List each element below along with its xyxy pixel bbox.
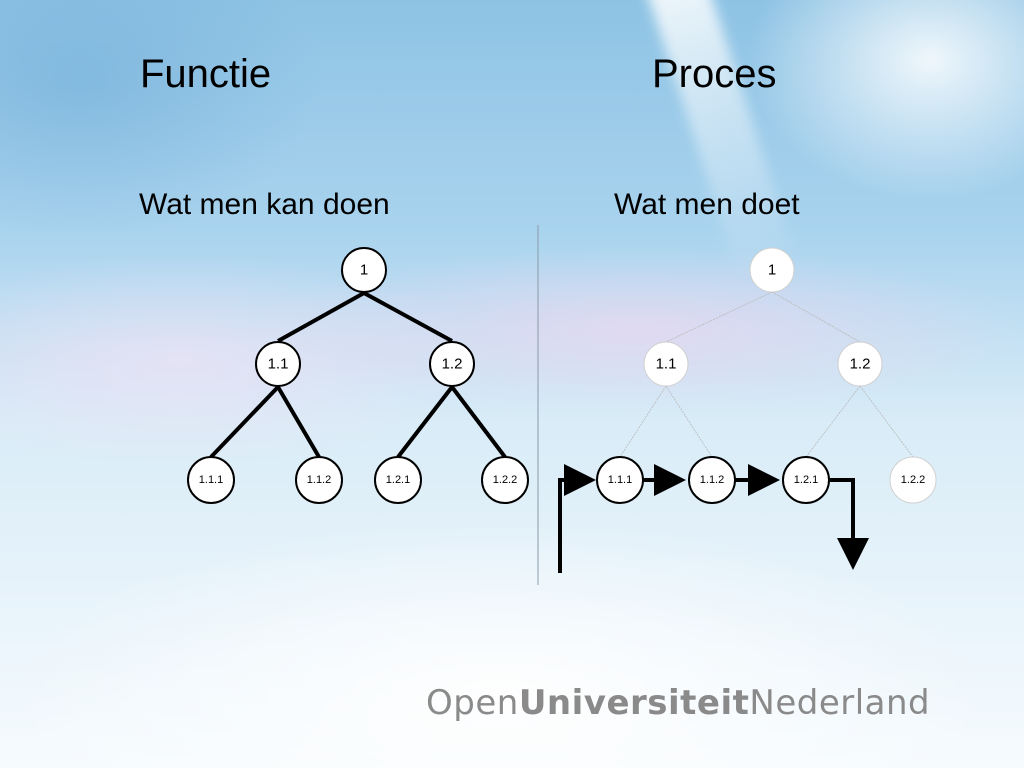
- left-node-1.2: 1.2: [429, 341, 475, 387]
- left-node-1.1.1-label: 1.1.1: [199, 474, 223, 486]
- edge-1.2-to-1.2.1: [396, 385, 454, 459]
- left-node-1.2.2-label: 1.2.2: [493, 474, 517, 486]
- right-node-1.2-label: 1.2: [850, 356, 871, 373]
- right-node-1.1.2: 1.1.2: [688, 456, 736, 504]
- right-node-1.2: 1.2: [837, 341, 883, 387]
- left-node-1.2.1-label: 1.2.1: [386, 474, 410, 486]
- logo-part-nederland: Nederland: [749, 683, 931, 723]
- left-node-1.1-label: 1.1: [268, 356, 289, 373]
- right-node-1.1-label: 1.1: [656, 356, 677, 373]
- subtitle-proces: Wat men doet: [614, 188, 800, 221]
- left-node-1.2-label: 1.2: [442, 356, 463, 373]
- right-node-1: 1: [749, 247, 795, 293]
- logo-part-open: Open: [426, 683, 519, 723]
- left-node-1.2.2: 1.2.2: [481, 456, 529, 504]
- right-tree-edges: [619, 291, 914, 458]
- right-node-1.1: 1.1: [643, 341, 689, 387]
- left-node-1.2.1: 1.2.1: [374, 456, 422, 504]
- subtitle-functie: Wat men kan doen: [139, 188, 390, 221]
- edge-1-to-1.2: [363, 291, 453, 343]
- edge-1-to-1.1: [277, 291, 365, 343]
- open-universiteit-logo: OpenUniversiteitNederland: [426, 683, 930, 723]
- left-node-1.1.2: 1.1.2: [295, 456, 343, 504]
- edge-r-1-to-1.2: [771, 291, 861, 343]
- edge-1.2-to-1.2.2: [450, 385, 507, 459]
- logo-part-universiteit: Universiteit: [518, 683, 750, 723]
- right-node-1.2.1-label: 1.2.1: [794, 474, 818, 486]
- process-exit-arrow: [830, 478, 869, 570]
- edge-r-1.2-to-1.2.1: [805, 385, 861, 458]
- right-node-1.2.2: 1.2.2: [889, 456, 937, 504]
- left-node-1.1.1: 1.1.1: [187, 456, 235, 504]
- edge-r-1-to-1.1: [665, 291, 773, 343]
- process-arrows: [558, 464, 869, 573]
- right-node-1.2.1: 1.2.1: [782, 456, 830, 504]
- right-node-1.1.1-label: 1.1.1: [608, 474, 632, 486]
- edge-r-1.2-to-1.2.2: [859, 385, 914, 458]
- title-functie: Functie: [140, 52, 272, 96]
- left-node-1: 1: [341, 247, 387, 293]
- title-proces: Proces: [652, 52, 777, 96]
- process-entry-arrow: [558, 464, 596, 573]
- left-tree-edges: [209, 291, 507, 459]
- right-node-1.1.2-label: 1.1.2: [700, 474, 724, 486]
- edge-1.1-to-1.1.2: [276, 385, 321, 459]
- left-node-1-label: 1: [360, 262, 368, 279]
- left-node-1.1: 1.1: [255, 341, 301, 387]
- left-node-1.1.2-label: 1.1.2: [307, 474, 331, 486]
- edge-r-1.1-to-1.1.2: [665, 385, 713, 458]
- right-node-1-label: 1: [768, 262, 776, 279]
- right-node-1.1.1: 1.1.1: [596, 456, 644, 504]
- edge-1.1-to-1.1.1: [209, 385, 280, 459]
- left-tree-nodes: 1 1.1 1.2 1.1.1 1.1.2 1.2.1 1.2.2: [187, 247, 529, 504]
- edge-r-1.1-to-1.1.1: [619, 385, 667, 458]
- right-tree-nodes: 1 1.1 1.2 1.1.1 1.1.2 1.2.1 1.2.2: [596, 247, 937, 504]
- right-node-1.2.2-label: 1.2.2: [901, 474, 925, 486]
